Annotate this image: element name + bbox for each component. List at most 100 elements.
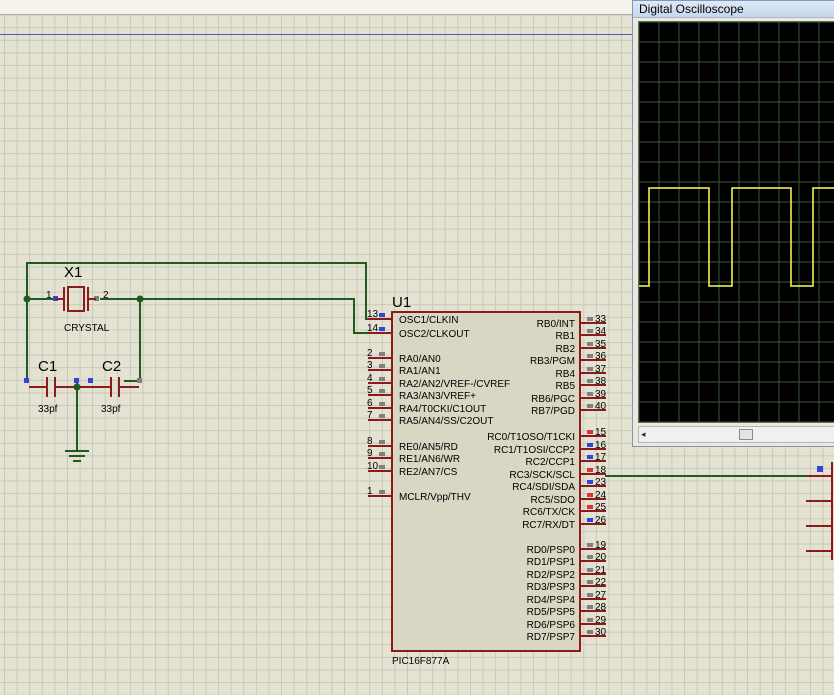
mcu-pin-number: 4	[367, 373, 373, 384]
capacitor-c1[interactable]: C1 33pf	[24, 358, 79, 415]
pin-marker	[587, 505, 593, 509]
mcu-pin-name: RB4	[556, 369, 576, 380]
mcu-pin-name: RC3/SCK/SCL	[509, 470, 575, 481]
pin-marker	[379, 490, 385, 494]
mcu-pin-name: RB1	[556, 331, 576, 342]
c2-ref: C2	[102, 358, 121, 375]
pin-marker	[587, 443, 593, 447]
pin-marker	[379, 364, 385, 368]
mcu-pin-name: OSC1/CLKIN	[399, 315, 458, 326]
mcu-pin-name: RC0/T1OSO/T1CKI	[487, 432, 575, 443]
pin-marker	[379, 440, 385, 444]
pin-marker	[94, 296, 99, 301]
mcu-pin-number: 36	[595, 351, 607, 362]
mcu-pin-name: RD1/PSP1	[527, 557, 576, 568]
mcu-pin-name: RB2	[556, 344, 576, 355]
mcu-pin-name: RA2/AN2/VREF-/CVREF	[399, 379, 510, 390]
mcu-pin-name: RE2/AN7/CS	[399, 467, 458, 478]
pin-marker	[587, 518, 593, 522]
mcu-pin-number: 2	[367, 348, 373, 359]
crystal-pin1-number: 1	[46, 290, 52, 301]
mcu-pin-name: RE0/AN5/RD	[399, 442, 458, 453]
mcu-u1[interactable]: U1 PIC16F877A 13OSC1/CLKIN14OSC2/CLKOUT2…	[367, 294, 607, 667]
selection-guide-line	[0, 34, 634, 35]
mcu-pin-name: RA0/AN0	[399, 354, 441, 365]
mcu-pin-number: 9	[367, 448, 373, 459]
mcu-pin-number: 24	[595, 490, 607, 501]
pin-marker	[587, 605, 593, 609]
mcu-pin-name: RB6/PGC	[531, 394, 575, 405]
junctions	[23, 295, 144, 391]
mcu-pin-number: 26	[595, 515, 607, 526]
mcu-pin-number: 39	[595, 389, 607, 400]
mcu-pin-number: 34	[595, 326, 607, 337]
mcu-pin-number: 10	[367, 461, 379, 472]
mcu-right-pins: 33RB0/INT34RB135RB236RB3/PGM37RB438RB539…	[487, 314, 606, 643]
pin-marker	[379, 402, 385, 406]
mcu-pin-name: RB7/PGD	[531, 406, 575, 417]
wire-c2-right	[124, 299, 141, 382]
top-toolbar-strip	[0, 0, 834, 15]
c1-ref: C1	[38, 358, 57, 375]
pin-marker	[379, 327, 385, 331]
mcu-pin-name: RC1/T1OSI/CCP2	[494, 445, 576, 456]
mcu-pin-number: 17	[595, 452, 607, 463]
oscilloscope-titlebar[interactable]: Digital Oscilloscope	[633, 1, 834, 18]
scroll-left-icon[interactable]: ◂	[641, 429, 646, 439]
right-connector[interactable]	[806, 462, 833, 560]
mcu-part: PIC16F877A	[392, 656, 450, 667]
mcu-pin-number: 13	[367, 309, 379, 320]
mcu-pin-number: 38	[595, 376, 607, 387]
mcu-left-pins: 13OSC1/CLKIN14OSC2/CLKOUT2RA0/AN03RA1/AN…	[367, 309, 510, 503]
mcu-pin-number: 15	[595, 427, 607, 438]
pin-marker	[587, 580, 593, 584]
pin-marker	[587, 468, 593, 472]
pin-marker	[587, 367, 593, 371]
mcu-pin-name: RD7/PSP7	[527, 632, 576, 643]
mcu-pin-name: RC4/SDI/SDA	[512, 482, 575, 493]
oscilloscope-scrollbar[interactable]: ◂	[638, 426, 834, 443]
mcu-pin-name: OSC2/CLKOUT	[399, 329, 470, 340]
mcu-pin-name: MCLR/Vpp/THV	[399, 492, 471, 503]
mcu-pin-number: 6	[367, 398, 373, 409]
capacitor-c2[interactable]: C2 33pf	[80, 358, 142, 415]
mcu-pin-name: RC6/TX/CK	[523, 507, 576, 518]
pin-marker	[379, 352, 385, 356]
mcu-pin-name: RC5/SDO	[531, 495, 576, 506]
mcu-pin-name: RA1/AN1	[399, 366, 441, 377]
mcu-pin-name: RC2/CCP1	[526, 457, 576, 468]
mcu-pin-number: 21	[595, 565, 607, 576]
oscilloscope-screen[interactable]	[638, 21, 834, 423]
mcu-pin-name: RE1/AN6/WR	[399, 454, 460, 465]
mcu-pin-name: RD6/PSP6	[527, 620, 576, 631]
mcu-pin-number: 28	[595, 602, 607, 613]
junction-dot	[136, 295, 144, 303]
mcu-pin-number: 33	[595, 314, 607, 325]
mcu-pin-number: 25	[595, 502, 607, 513]
c2-value: 33pf	[101, 404, 121, 415]
junction-dot	[73, 383, 81, 391]
mcu-body[interactable]	[391, 311, 581, 652]
c1-value: 33pf	[38, 404, 58, 415]
mcu-pin-name: RA4/T0CKI/C1OUT	[399, 404, 486, 415]
mcu-pin-name: RA3/AN3/VREF+	[399, 391, 476, 402]
scrollbar-thumb[interactable]	[739, 429, 753, 440]
mcu-pin-number: 40	[595, 401, 607, 412]
pin-marker	[587, 543, 593, 547]
mcu-pin-name: RD5/PSP5	[527, 607, 576, 618]
pin-marker	[379, 465, 385, 469]
mcu-pin-name: RD3/PSP3	[527, 582, 576, 593]
pin-marker	[587, 392, 593, 396]
pin-marker	[587, 430, 593, 434]
pin-marker	[587, 342, 593, 346]
mcu-pin-name: RA5/AN4/SS/C2OUT	[399, 416, 493, 427]
pin-marker	[379, 414, 385, 418]
oscilloscope-window[interactable]: Digital Oscilloscope ◂	[632, 0, 834, 447]
mcu-pin-number: 29	[595, 615, 607, 626]
mcu-pin-number: 19	[595, 540, 607, 551]
mcu-pin-number: 20	[595, 552, 607, 563]
oscilloscope-grid	[638, 21, 834, 423]
pin-marker	[587, 568, 593, 572]
crystal-x1[interactable]: X1 1 2 CRYSTAL	[46, 264, 110, 334]
